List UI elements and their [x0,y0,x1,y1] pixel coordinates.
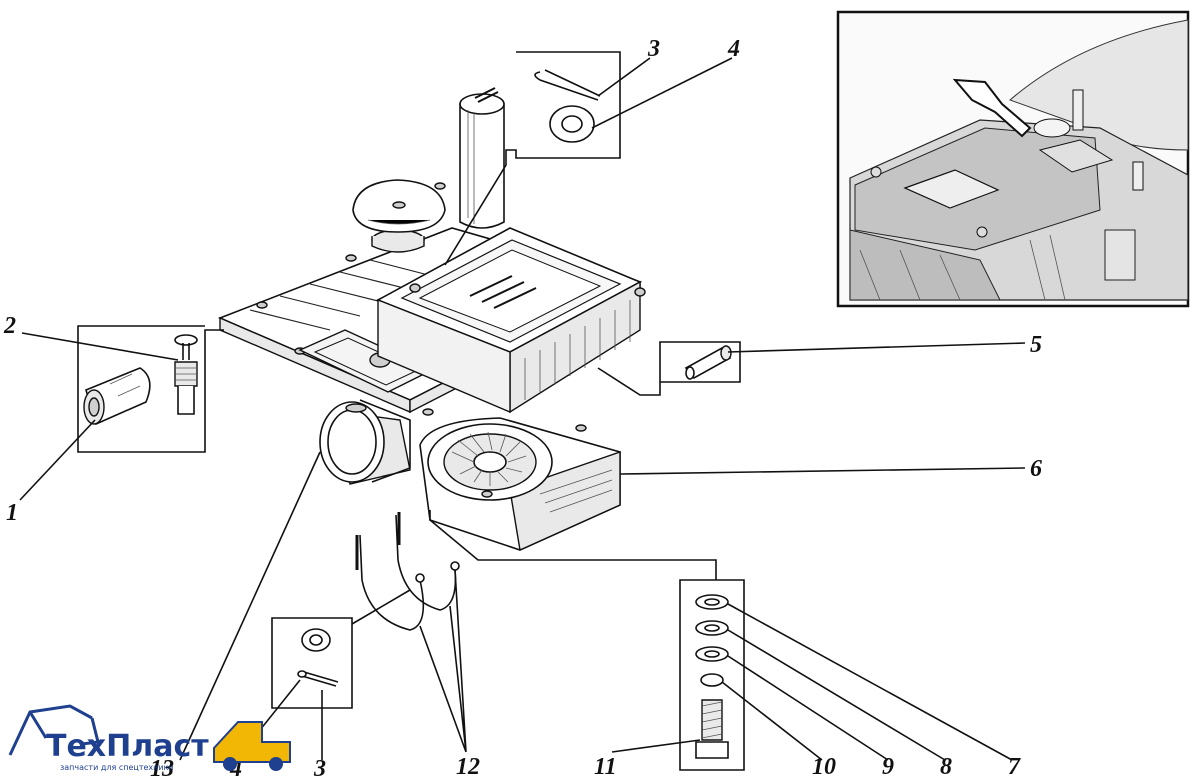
detail-box-bolt-washers [429,510,745,771]
detail-box-pin [597,341,741,396]
callout-9: 9 [882,754,894,777]
logo-tagline: запчасти для спецтехники [60,763,174,772]
motor-canister [319,399,411,485]
intake-pipe [459,87,505,229]
leader-lines [19,57,1026,761]
excavator-logo-icon [8,704,93,756]
heater-core-box [376,227,646,414]
mushroom-intake-cap [352,179,446,253]
blower-housing [419,417,621,552]
detail-box-valve-bushing [77,325,224,453]
callout-11: 11 [594,754,617,777]
callout-6: 6 [1030,456,1042,482]
callout-5: 5 [1030,332,1042,358]
callout-7: 7 [1008,754,1021,777]
inset-vehicle-view [836,10,1190,308]
callout-3-top: 3 [647,36,660,62]
callout-2: 2 [3,313,16,339]
callout-1: 1 [6,500,18,526]
logo: ТехПласт запчасти для спецтехники [8,704,291,772]
callout-8: 8 [940,754,952,777]
detail-box-pin-washer-top [444,51,621,266]
callout-4-top: 4 [727,36,740,62]
loader-logo-icon [213,721,291,771]
callout-12: 12 [456,754,480,777]
detail-box-pin-washer-bottom [271,589,411,709]
callout-10: 10 [812,754,836,777]
hoses [355,512,460,631]
logo-name: ТехПласт [46,729,209,764]
callout-3-bottom: 3 [313,756,326,777]
callout-13: 13 [150,756,174,777]
callout-labels: 1 2 3 4 5 6 7 8 9 10 11 12 13 4 3 [3,36,1042,777]
